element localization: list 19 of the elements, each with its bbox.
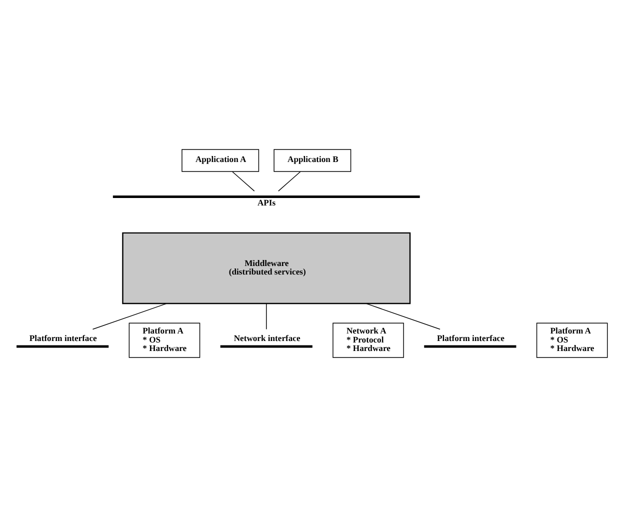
connector [266, 303, 267, 330]
node-box [424, 345, 516, 348]
node-box [16, 345, 109, 348]
node-box: Platform A * OS * Hardware [128, 322, 200, 358]
node-box: Middleware (distributed services) [122, 232, 411, 304]
node-box: Application A [182, 149, 260, 172]
node-label: APIs [257, 197, 276, 208]
connector [92, 303, 167, 330]
connector [366, 303, 440, 330]
node-label: Platform interface [29, 333, 97, 344]
node-box [112, 196, 420, 198]
node-box: Platform A * OS * Hardware [536, 322, 608, 358]
node-label: Platform interface [437, 333, 504, 344]
node-label: Network interface [234, 333, 300, 344]
connector [278, 171, 301, 192]
connector [232, 171, 255, 192]
node-box: Application B [274, 149, 352, 172]
node-box [220, 345, 312, 348]
node-box: Network A * Protocol * Hardware [332, 322, 404, 358]
